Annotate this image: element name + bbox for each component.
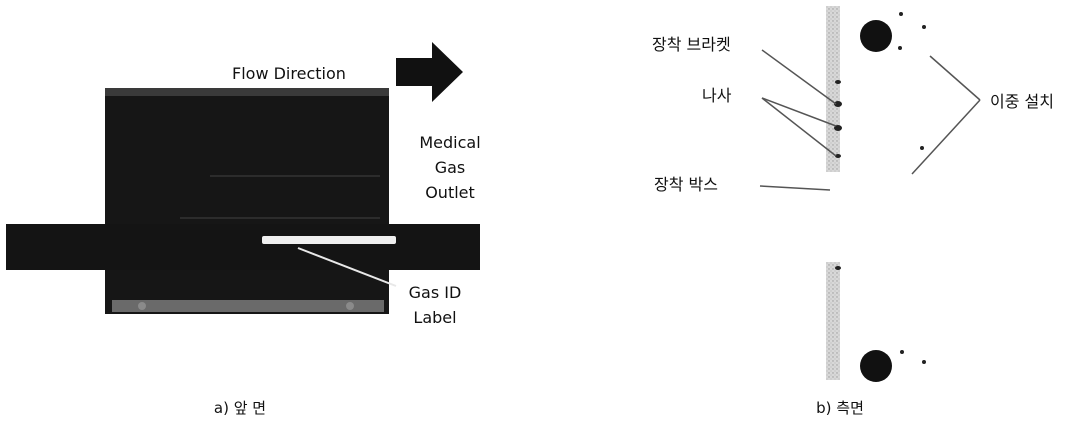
gas-id-leader-line (297, 247, 397, 287)
gas-id-label-line1: Gas ID (409, 283, 462, 302)
mounting-bracket-strip (826, 262, 840, 380)
dual-install-label: 이중 설치 (990, 92, 1054, 111)
dual-install-leader (911, 99, 981, 175)
mounting-bracket-strip (826, 6, 840, 172)
front-view-panel: Flow Direction Medical Gas Outlet Gas ID… (6, 42, 481, 417)
screw-dot (834, 125, 842, 131)
pipe-section-bottom (860, 350, 892, 382)
outlet-label-line3: Outlet (425, 183, 475, 202)
pipe-section-dot (922, 360, 926, 364)
pipe-section-top (860, 20, 892, 52)
screw-dot (835, 154, 841, 158)
pipe-section-dot (899, 12, 903, 16)
side-view-panel: 장착 브라켓 나사 장착 박스 이중 설치 b) 측면 (652, 6, 1054, 417)
gas-id-label-line2: Label (413, 308, 456, 327)
caption-front-view: a) 앞 면 (214, 399, 266, 417)
outlet-box (105, 88, 389, 314)
screw-dot (834, 101, 842, 107)
outlet-label-line1: Medical (419, 133, 480, 152)
pipe-section-dot (898, 46, 902, 50)
pipe-section-dot (900, 350, 904, 354)
foot (138, 302, 146, 310)
screw-label: 나사 (702, 86, 732, 105)
screw-dot (835, 266, 841, 270)
screw-dot (835, 80, 841, 84)
gas-id-label-strip (262, 236, 396, 244)
dual-install-leader (929, 55, 981, 101)
mounting-box-leader (759, 185, 831, 191)
caption-side-view: b) 측면 (816, 399, 864, 417)
outlet-box-top-edge (105, 88, 389, 96)
pipe-section-dot (922, 25, 926, 29)
mounting-bracket-leader (761, 49, 837, 105)
screw-leader (761, 97, 837, 127)
gas-pipe (6, 224, 480, 270)
mounting-bracket-label: 장착 브라켓 (652, 35, 731, 54)
mounting-box-label: 장착 박스 (654, 175, 718, 194)
outlet-label-line2: Gas (435, 158, 466, 177)
pipe-section-dot (920, 146, 924, 150)
outlet-box-bottom-edge (112, 300, 384, 312)
foot (346, 302, 354, 310)
screw-leader (761, 97, 837, 157)
flow-arrow-icon (396, 42, 463, 102)
flow-direction-label: Flow Direction (232, 64, 346, 83)
